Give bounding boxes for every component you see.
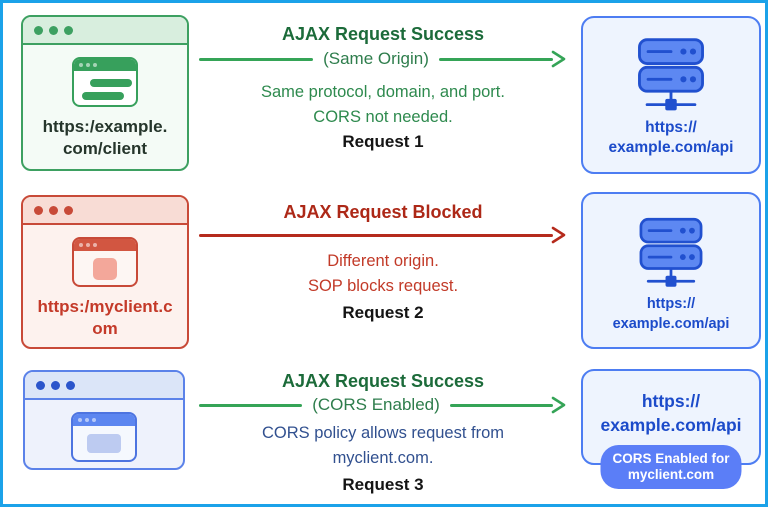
browser-titlebar — [23, 17, 187, 45]
window-dot-icon — [66, 380, 75, 390]
server-box-api-cors: https:// example.com/api CORS Enabled fo… — [581, 369, 761, 489]
client-window-myclient: https:/myclient.c om — [21, 195, 189, 349]
request-arrow: (Same Origin) — [199, 47, 567, 71]
flow-title: AJAX Request Success — [281, 24, 485, 44]
request-arrow — [199, 223, 567, 247]
flow-description: Same protocol, domain, and port. CORS no… — [261, 83, 505, 126]
server-box-api: https:// example.com/api — [581, 192, 761, 349]
arrowhead-icon — [551, 396, 566, 414]
browser-titlebar — [23, 197, 187, 225]
server-url: https:// example.com/api — [612, 296, 730, 332]
server-icon — [638, 38, 704, 111]
arrow-label: (CORS Enabled) — [312, 395, 440, 414]
browser-titlebar — [25, 372, 183, 400]
request-arrow: (CORS Enabled) — [199, 393, 567, 417]
arrowhead-icon — [551, 226, 566, 244]
client-url: https:/myclient.c om — [37, 297, 173, 338]
webpage-icon — [71, 412, 137, 462]
client-window-blue — [23, 370, 185, 470]
server-box-api: https:// example.com/api — [581, 16, 761, 174]
window-dot-icon — [64, 25, 73, 35]
flow-title: AJAX Request Blocked — [283, 202, 483, 222]
client-url: https:/example. com/client — [42, 117, 168, 158]
window-dot-icon — [51, 380, 60, 390]
request-label: Request 3 — [342, 475, 424, 494]
server-url: https:// example.com/api — [600, 391, 742, 435]
window-dot-icon — [49, 205, 58, 215]
webpage-icon — [72, 57, 138, 107]
flow-description: Different origin. SOP blocks request. — [307, 252, 459, 295]
window-dot-icon — [34, 25, 43, 35]
window-dot-icon — [36, 380, 45, 390]
flow-title: AJAX Request Success — [281, 371, 485, 391]
server-url: https:// example.com/api — [608, 119, 734, 156]
request-label: Request 2 — [342, 303, 424, 322]
webpage-icon — [72, 237, 138, 287]
window-dot-icon — [49, 25, 58, 35]
request-label: Request 1 — [342, 132, 424, 151]
server-icon — [639, 217, 703, 287]
arrowhead-icon — [551, 50, 566, 68]
window-dot-icon — [64, 205, 73, 215]
cors-enabled-badge: CORS Enabled for myclient.com — [600, 445, 742, 489]
client-window-example: https:/example. com/client — [21, 15, 189, 171]
flow-description: CORS policy allows request from myclient… — [261, 424, 505, 467]
window-dot-icon — [34, 205, 43, 215]
arrow-label: (Same Origin) — [323, 49, 429, 68]
